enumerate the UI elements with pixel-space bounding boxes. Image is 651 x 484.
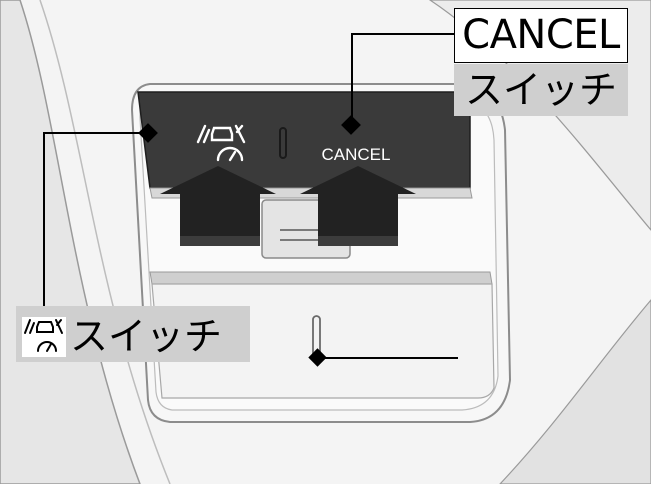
upper-button-panel	[137, 91, 471, 189]
lka-switch-callout: スイッチ	[16, 306, 250, 362]
up-arrow-icon-left	[160, 166, 276, 246]
up-arrow-icon-right	[300, 166, 416, 246]
cancel-button-text: CANCEL	[322, 145, 391, 164]
wheel-rim-left	[0, 0, 141, 484]
lka-callout-label: スイッチ	[70, 314, 223, 359]
wheel-spoke-bottom	[499, 299, 651, 484]
lane-keeping-assist-icon	[22, 316, 66, 357]
lane-keeping-assist-icon	[196, 124, 246, 162]
cancel-callout-subtitle: スイッチ	[454, 64, 628, 116]
lower-panel-seam	[149, 271, 493, 285]
cancel-callout-title: CANCEL	[454, 8, 628, 63]
wheel-rim-edge	[39, 0, 171, 484]
callout-lines	[43, 33, 458, 359]
panel-separator	[279, 127, 287, 159]
